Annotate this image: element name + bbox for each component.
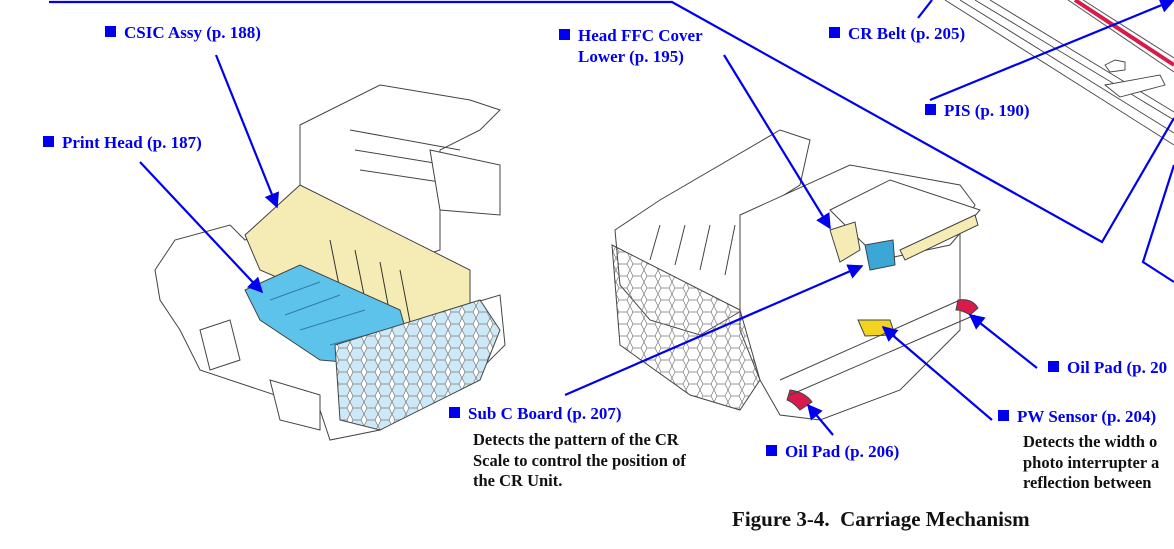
description-line: photo interrupter a — [1023, 452, 1160, 472]
callout-pw-sensor: PW Sensor (p. 204) — [998, 406, 1156, 427]
callout-print-head: Print Head (p. 187) — [43, 132, 202, 153]
description-line: Detects the width o — [1023, 432, 1158, 451]
pw-sensor-description: Detects the width o photo interrupter a … — [1023, 432, 1159, 494]
callout-label: Oil Pad (p. 20 — [1067, 358, 1168, 377]
head-ffc-leader — [723, 54, 831, 230]
bullet-icon — [1048, 361, 1059, 372]
callout-label: CSIC Assy (p. 188) — [124, 23, 261, 42]
head-ffc-cover-part — [829, 221, 861, 263]
callout-label-line2: Lower (p. 195) — [578, 47, 684, 66]
bullet-icon — [559, 29, 570, 40]
sub-c-leader — [564, 264, 864, 397]
bullet-icon — [925, 104, 936, 115]
description-line: Detects the pattern of the CR — [473, 430, 679, 449]
callout-csic-assy: CSIC Assy (p. 188) — [105, 22, 261, 43]
callout-label: CR Belt (p. 205) — [848, 24, 966, 43]
right-edge-leader — [1141, 164, 1174, 283]
oil-pad-front-leader — [807, 403, 834, 436]
pis-leader — [929, 0, 1174, 102]
callout-oil-pad-front: Oil Pad (p. 206) — [766, 441, 899, 462]
callout-lines — [49, 0, 1174, 436]
sub-c-board-description: Detects the pattern of the CR Scale to c… — [473, 430, 686, 492]
bullet-icon — [766, 445, 777, 456]
cr-belt-part — [1073, 0, 1174, 67]
description-line: reflection between — [1023, 473, 1152, 492]
cr-belt-leader — [917, 0, 933, 19]
sub-c-board-part — [864, 239, 896, 271]
callout-oil-pad-right: Oil Pad (p. 20 — [1048, 357, 1167, 378]
callout-cr-belt: CR Belt (p. 205) — [829, 23, 965, 44]
oil-pad-front-part — [786, 389, 813, 411]
bullet-icon — [43, 136, 54, 147]
callout-pis: PIS (p. 190) — [925, 100, 1029, 121]
callout-sub-c-board: Sub C Board (p. 207) — [449, 403, 622, 424]
bullet-icon — [105, 26, 116, 37]
cr-rail-drawing — [944, 0, 1174, 146]
callout-label: PW Sensor (p. 204) — [1017, 407, 1157, 426]
description-line: Scale to control the position of — [473, 450, 686, 470]
callout-label: Oil Pad (p. 206) — [785, 442, 900, 461]
callout-label-line1: Head FFC Cover — [578, 26, 703, 45]
bullet-icon — [829, 27, 840, 38]
csic-leader — [214, 54, 279, 209]
left-carriage-drawing — [154, 84, 506, 441]
bullet-icon — [998, 410, 1009, 421]
oil-pad-right-leader — [968, 314, 1038, 369]
callout-label: PIS (p. 190) — [944, 101, 1030, 120]
callout-label: Print Head (p. 187) — [62, 133, 202, 152]
pw-sensor-leader — [881, 326, 993, 421]
callout-label: Sub C Board (p. 207) — [468, 404, 622, 423]
mesh-front — [611, 244, 761, 411]
figure-caption: Figure 3-4. Carriage Mechanism — [732, 507, 1030, 531]
mesh-side — [334, 299, 501, 431]
bullet-icon — [449, 407, 460, 418]
print-head-leader — [139, 161, 264, 294]
callout-head-ffc-cover-lower: Head FFC Cover Lower (p. 195) — [559, 25, 703, 67]
top-frame-line — [49, 0, 1174, 244]
description-line: the CR Unit. — [473, 471, 563, 490]
